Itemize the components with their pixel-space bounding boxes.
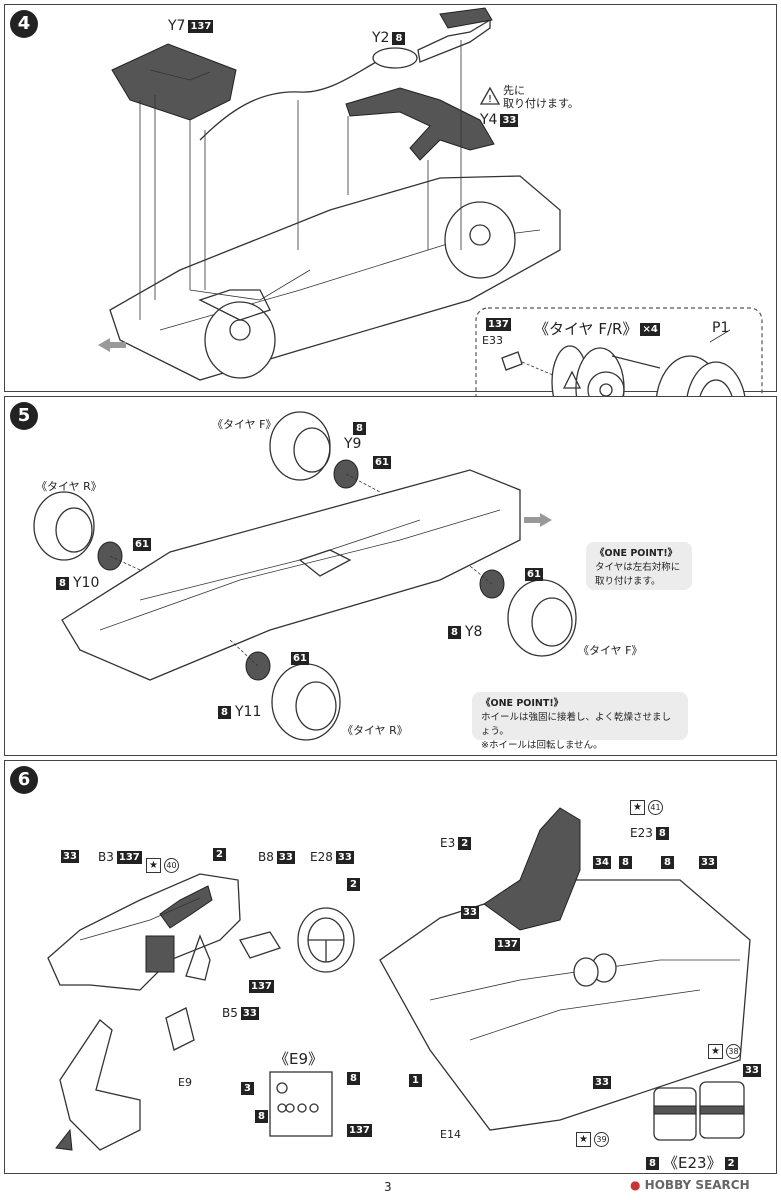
star-39: ★39 [576,1132,609,1147]
b5-code: 33 [240,1007,259,1020]
code-137-c: 137 [495,938,520,951]
code-8-e9b: 8 [255,1110,268,1123]
y7-part [111,43,237,121]
y4-code: 33 [500,113,519,127]
code-33-e: 33 [743,1064,761,1077]
code-33-d: 33 [593,1076,611,1089]
y9-code: 8 [353,422,366,435]
star-41: ★41 [630,800,663,815]
step-4-number: 4 [10,10,38,38]
one-point-note-tires: 《ONE POINT!》 タイヤは左右対称に 取り付けます。 [586,542,692,590]
step-6-number: 6 [10,766,38,794]
code-33-c: 33 [461,906,479,919]
tire-r-bottom-label: 《タイヤ R》 [342,724,408,737]
code-8-c: 8 [619,856,632,869]
y2-code: 8 [392,31,406,45]
y10-code: 8 [56,576,69,590]
star-38: ★38 [708,1044,741,1059]
e3-code: 2 [458,837,472,850]
page-number: 3 [384,1180,392,1194]
e33-label: E33 [482,334,503,347]
y10-cap-code: 61 [133,538,151,551]
b3-code: 137 [116,851,142,864]
tire-r-left-label: 《タイヤ R》 [36,480,102,493]
seat [483,807,581,931]
tire-f-top-label: 《タイヤ F》 [212,418,277,431]
code-3: 3 [241,1082,254,1095]
y4-part [345,87,495,161]
one-point-note-wheels: 《ONE POINT!》 ホイールは強固に接着し、よく乾燥させましょう。 ※ホイ… [472,692,688,751]
star-40: ★40 [146,858,179,873]
y11-code: 8 [218,705,231,719]
y8-code: 8 [448,625,461,639]
dashboard [47,873,241,991]
code-8-e23: 8 [646,1157,659,1170]
y8-cap-code: 61 [525,568,543,581]
e9-label: E9 [178,1076,192,1089]
svg-text:!: ! [488,94,492,105]
code-33-a: 33 [61,850,79,863]
code-137-b: 137 [347,1124,372,1137]
code-1: 1 [409,1074,422,1087]
e33-code: 137 [486,318,511,331]
e23-code: 8 [655,827,669,840]
tire-multiplier: ×4 [640,323,660,336]
watermark-logo-icon: ● [630,1178,641,1192]
code-2-b: 2 [347,878,360,891]
y11-cap-code: 61 [291,652,309,665]
code-8-e9a: 8 [347,1072,360,1085]
code-8-d: 8 [661,856,674,869]
code-2-a: 2 [213,848,226,861]
y9-cap-code: 61 [373,456,391,469]
e23-box-title: 8《E23》2 [646,1152,738,1173]
tire-fr-title: 《タイヤ F/R》×4 [534,320,660,338]
y9-label: Y9 [344,436,362,452]
p1-label: P1 [712,320,730,336]
e14-label: E14 [440,1128,461,1141]
code-2-e23: 2 [724,1157,738,1170]
tire-f-right-label: 《タイヤ F》 [578,644,643,657]
y2-exhaust [199,59,381,141]
code-34: 34 [593,856,611,869]
watermark: ● HOBBY SEARCH [630,1178,750,1192]
e28-code: 33 [335,851,354,864]
b8-code: 33 [276,851,295,864]
code-33-b: 33 [699,856,717,869]
y7-code: 137 [188,19,214,33]
step-5-number: 5 [10,402,38,430]
code-137-a: 137 [249,980,274,993]
e9-box-title: 《E9》 [274,1050,324,1068]
caution-text: 先に取り付けます。 [503,84,579,110]
